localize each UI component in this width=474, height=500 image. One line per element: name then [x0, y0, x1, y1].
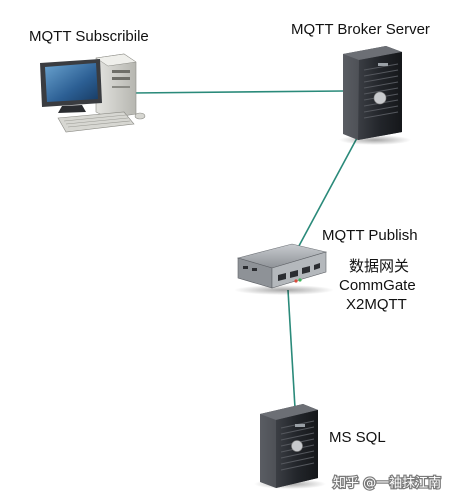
gateway-label-product: CommGate: [339, 277, 416, 294]
watermark: 知乎 @一袖抹江南: [332, 474, 443, 492]
database-node: MS SQL: [254, 404, 386, 489]
gateway-node: MQTT Publish 数据网关 CommGate X2MQTT: [234, 227, 418, 313]
link-gateway-database: [287, 289, 296, 409]
broker-label: MQTT Broker Server: [291, 21, 430, 38]
database-label: MS SQL: [329, 429, 386, 446]
broker-node: MQTT Broker Server: [291, 21, 430, 145]
link-subscriber-broker: [131, 90, 345, 94]
desktop-computer-icon: [40, 53, 146, 133]
subscriber-node: MQTT Subscribile: [29, 28, 149, 133]
subscriber-label: MQTT Subscribile: [29, 28, 149, 45]
gateway-label-cn: 数据网关: [349, 257, 409, 275]
gateway-device-icon: [234, 243, 334, 295]
watermark-text: 知乎 @一袖抹江南: [333, 475, 441, 491]
links: [131, 90, 358, 409]
tower-server-icon: [339, 46, 411, 145]
gateway-label-publish: MQTT Publish: [322, 227, 418, 244]
gateway-label-model: X2MQTT: [346, 296, 407, 313]
tower-server-icon: [254, 404, 326, 489]
